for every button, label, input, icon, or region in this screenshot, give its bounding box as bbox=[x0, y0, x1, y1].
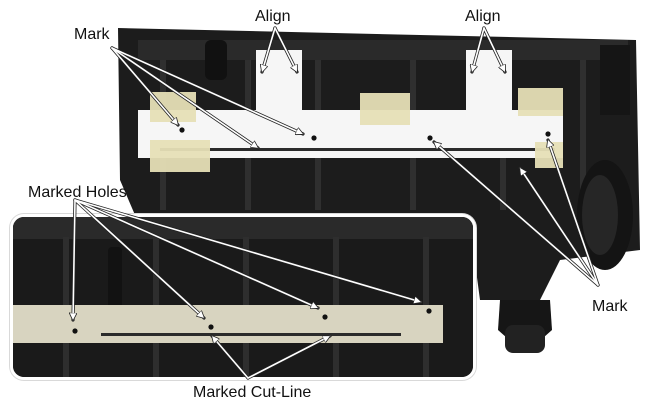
closeup-inset bbox=[10, 214, 476, 380]
closeup-photo bbox=[13, 217, 473, 377]
closeup-holes bbox=[72, 308, 432, 334]
label-align-left: Align bbox=[255, 8, 291, 25]
label-mark-right: Mark bbox=[592, 298, 628, 315]
label-align-right: Align bbox=[465, 8, 501, 25]
label-marked-holes: Marked Holes bbox=[28, 184, 127, 201]
top-marked-holes bbox=[179, 127, 551, 141]
label-mark-top: Mark bbox=[74, 26, 110, 43]
label-marked-cut-line: Marked Cut-Line bbox=[193, 384, 312, 401]
closeup-strip bbox=[13, 305, 443, 343]
